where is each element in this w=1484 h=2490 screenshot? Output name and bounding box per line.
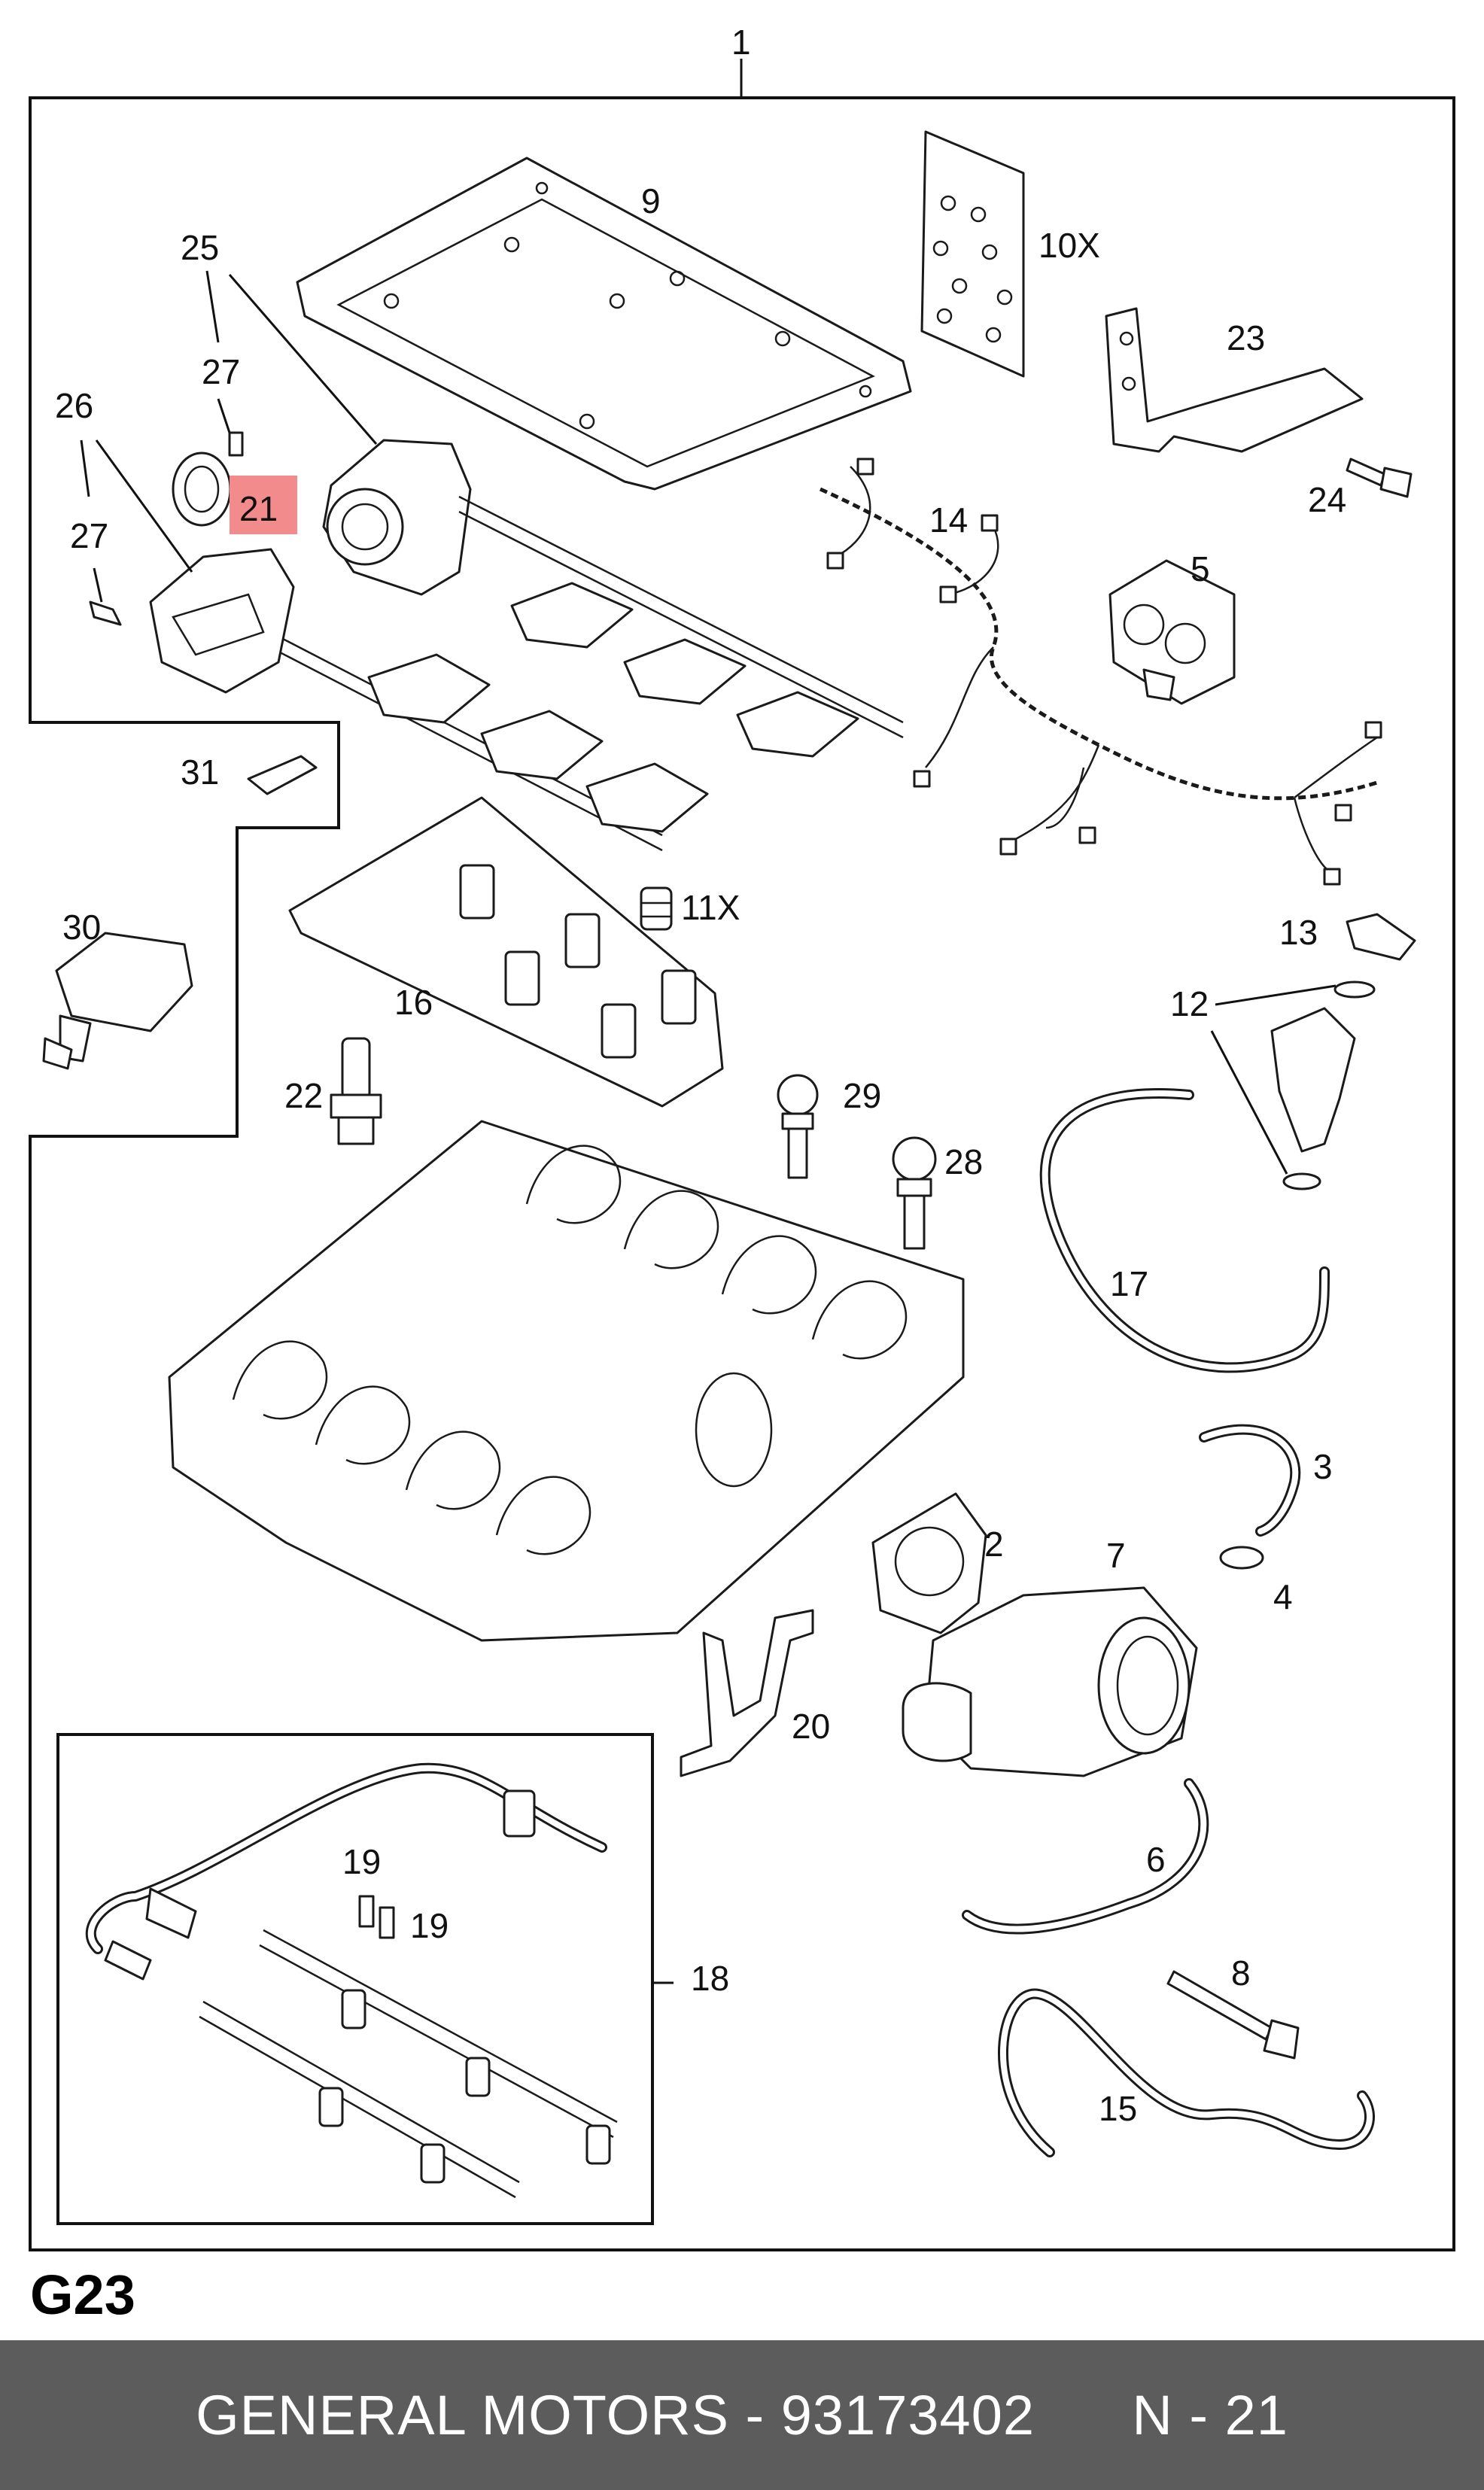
fuel-rail-group-box	[56, 1733, 654, 2225]
actuator-25-part	[322, 439, 904, 739]
label-5: 5	[1191, 549, 1210, 588]
footer-brand: GENERAL MOTORS	[196, 2384, 729, 2446]
parts-diagram: 1 9 10X 25 23 27 26 21 24 14 27 5 31 11X…	[29, 23, 1455, 2326]
label-31: 31	[181, 752, 219, 792]
label-9: 9	[641, 181, 661, 220]
label-29: 29	[843, 1076, 881, 1115]
screw-kit-bag-part	[920, 130, 1025, 378]
label-18: 18	[691, 1959, 729, 1998]
bracket-20-part	[680, 1609, 814, 1777]
ball-stud-29-part	[777, 1074, 819, 1179]
label-8: 8	[1231, 1953, 1251, 1993]
engine-cover-part	[296, 157, 912, 491]
callout-labels: 1 9 10X 25 23 27 26 21 24 14 27 5 31 11X…	[55, 23, 1346, 2128]
footer-position-ref: N - 21	[1132, 2384, 1288, 2446]
bolt-8-part	[1166, 1970, 1300, 2060]
label-12: 12	[1170, 984, 1209, 1023]
hose-6-part	[962, 1778, 1209, 1935]
label-27-lower: 27	[70, 516, 108, 555]
label-1: 1	[731, 23, 751, 62]
leader-lines	[80, 270, 1337, 1984]
fuel-rail-18-part	[85, 1762, 618, 2199]
label-16: 16	[394, 983, 433, 1022]
hose-3-part	[1199, 1424, 1301, 1537]
highlight-box	[230, 476, 297, 534]
label-6: 6	[1146, 1840, 1166, 1879]
sensor-22-part	[330, 1037, 382, 1145]
label-22: 22	[284, 1076, 323, 1115]
screw-19-part	[358, 1895, 395, 1939]
label-23: 23	[1227, 318, 1265, 357]
clip-31-part	[247, 755, 318, 795]
label-28: 28	[944, 1142, 983, 1181]
hose-15-part	[998, 1988, 1375, 2157]
label-24: 24	[1308, 480, 1346, 519]
footer-gap	[1035, 2383, 1132, 2447]
seal-ring-part	[172, 451, 232, 527]
label-25: 25	[181, 228, 219, 267]
screw-27-upper-part	[228, 431, 244, 457]
hose-clamp-4-part	[1219, 1546, 1264, 1570]
label-20: 20	[792, 1707, 830, 1746]
label-2: 2	[984, 1525, 1004, 1564]
assembly-frame	[29, 96, 1455, 2251]
mounting-bracket-part	[1105, 307, 1364, 453]
label-26: 26	[55, 386, 93, 425]
label-10x: 10X	[1038, 226, 1100, 265]
footer-part-number: 93173402	[780, 2384, 1035, 2446]
label-17: 17	[1110, 1264, 1148, 1303]
ball-stud-28-part	[892, 1136, 937, 1250]
intake-manifold-part	[168, 1120, 965, 1642]
label-4: 4	[1273, 1577, 1293, 1616]
label-13: 13	[1279, 913, 1318, 952]
group-code: G23	[30, 2263, 135, 2326]
footer-separator: -	[729, 2384, 781, 2446]
label-15: 15	[1099, 2089, 1137, 2128]
hose-17-part	[1039, 1088, 1330, 1373]
upper-intake-16-part	[288, 796, 724, 1108]
fuel-injector-12-part	[1270, 980, 1376, 1190]
actuator-26-part	[149, 548, 295, 694]
label-14: 14	[929, 500, 968, 540]
wiring-harness-part	[819, 458, 1382, 886]
clip-13-part	[1346, 913, 1416, 961]
bolt-24-part	[1346, 458, 1413, 498]
footer-bar: GENERAL MOTORS - 93173402 N - 21	[0, 2340, 1484, 2490]
label-19-lower: 19	[410, 1906, 449, 1945]
gasket-2-part	[871, 1492, 987, 1634]
label-11x: 11X	[681, 888, 740, 927]
throttle-body-7-part	[902, 1586, 1198, 1777]
valve-30-part	[42, 932, 193, 1070]
sensor-housing-part	[1108, 559, 1236, 705]
label-7: 7	[1106, 1536, 1126, 1575]
label-19-upper: 19	[342, 1842, 381, 1881]
label-3: 3	[1313, 1447, 1333, 1486]
label-30: 30	[62, 908, 101, 947]
grommet-11x-part	[640, 886, 673, 931]
runner-flap-assembly-part	[240, 582, 859, 852]
screw-27-lower-part	[89, 600, 122, 626]
label-27-upper: 27	[202, 352, 240, 391]
label-21: 21	[239, 489, 278, 528]
